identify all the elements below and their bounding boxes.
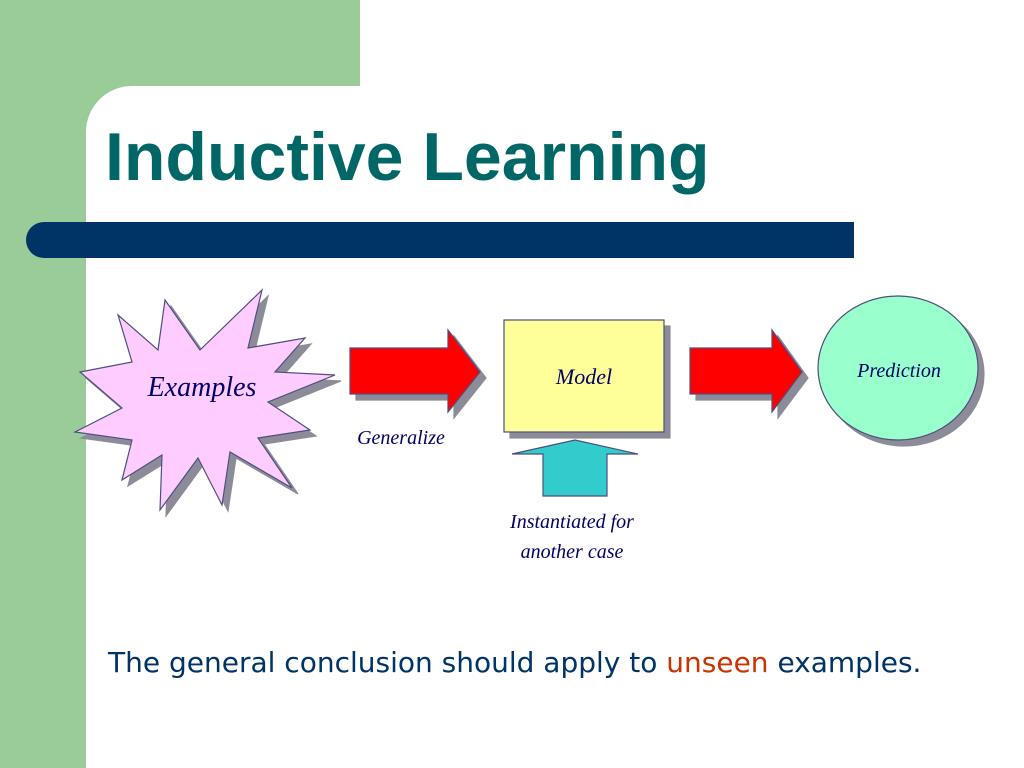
generalize-label: Generalize [357, 427, 445, 449]
instantiated-label-line1: Instantiated for [509, 511, 634, 533]
caption-after: examples. [768, 646, 922, 679]
instantiated-label-line2: another case [521, 541, 624, 563]
slide-title: Inductive Learning [105, 119, 710, 195]
ellipse-shape [817, 295, 979, 441]
caption: The general conclusion should apply to u… [108, 643, 921, 683]
caption-before: The general conclusion should apply to [108, 646, 667, 679]
prediction-label: Prediction [856, 360, 941, 382]
right-arrow-icon [689, 328, 803, 414]
examples-label: Examples [147, 372, 257, 403]
examples-starburst: Examples [73, 288, 336, 512]
generalize-arrow: Generalize [349, 328, 481, 449]
prediction-ellipse: Prediction [817, 295, 979, 441]
up-arrow-icon [511, 439, 639, 497]
instantiated-arrow: Instantiated for another case [509, 439, 639, 563]
caption-highlight: unseen [666, 646, 769, 679]
model-rect [503, 319, 665, 433]
model-label: Model [555, 364, 612, 389]
model-box: Model [503, 319, 665, 433]
starburst-shape [73, 288, 336, 512]
right-arrow-icon [349, 328, 481, 414]
title-underline-bar [26, 222, 854, 258]
prediction-arrow [689, 328, 803, 414]
